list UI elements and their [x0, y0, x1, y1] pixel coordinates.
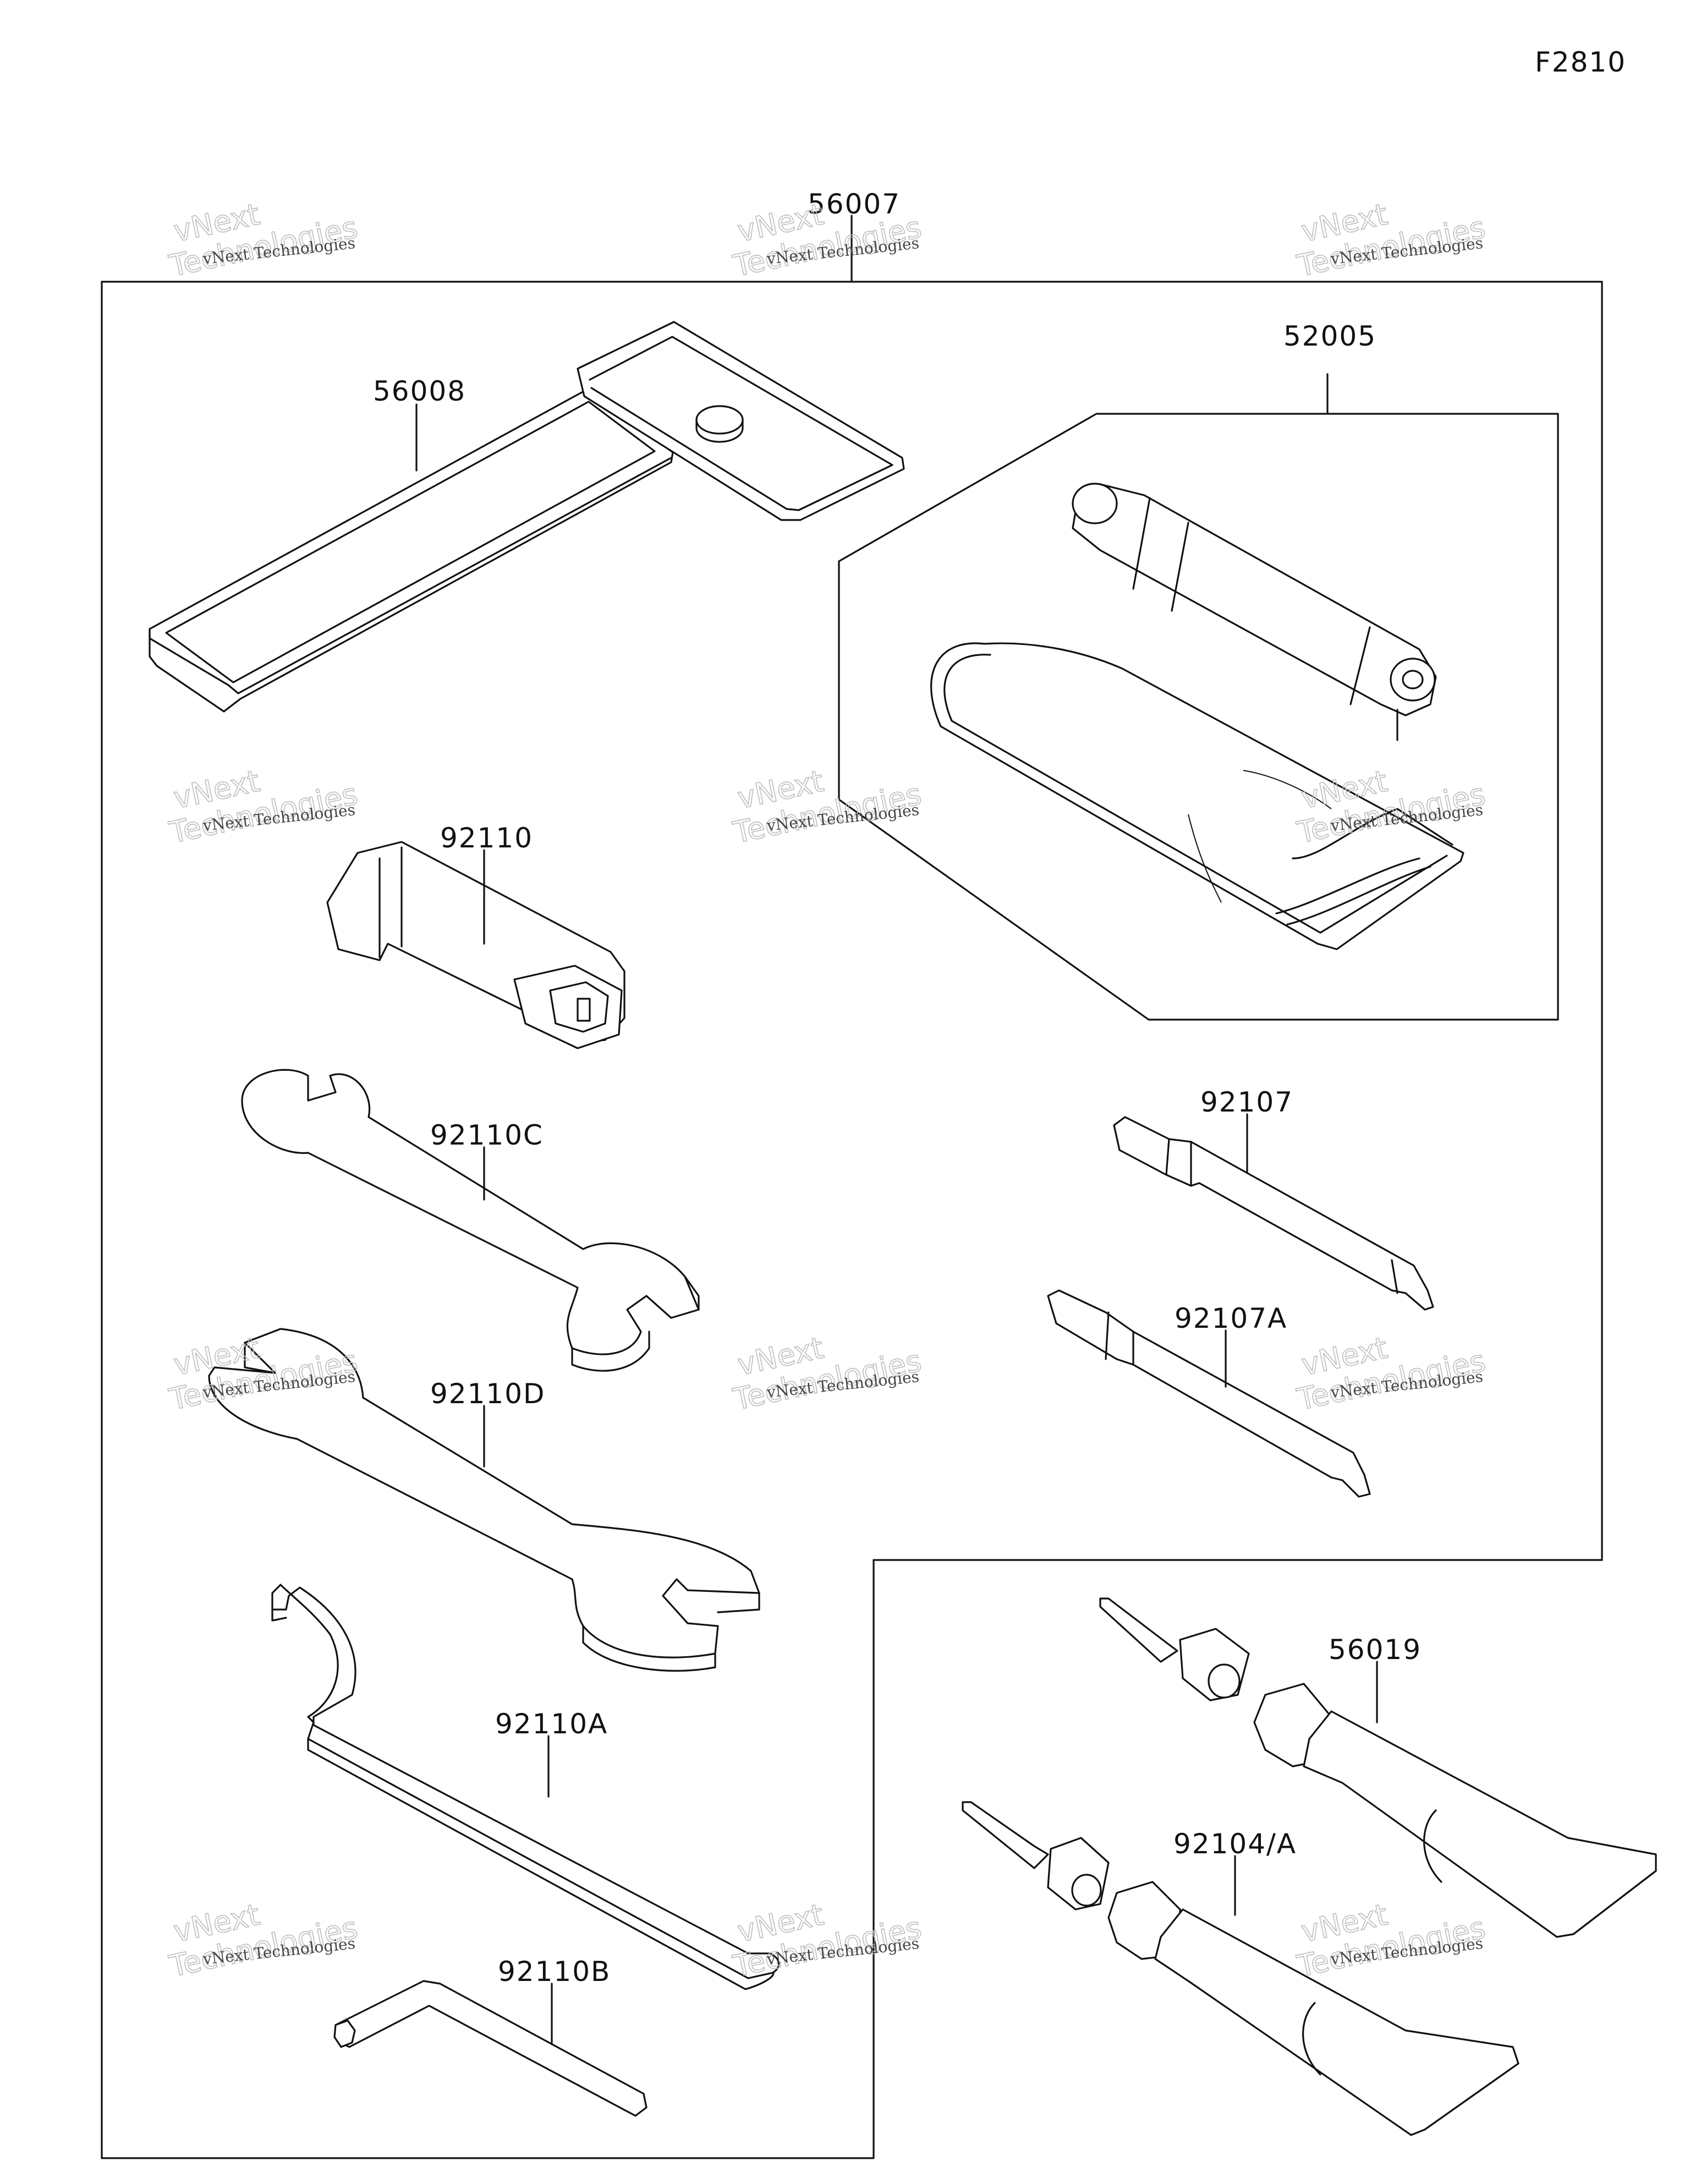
watermark-4: vNext Technologies vNext Technologies	[166, 763, 361, 851]
watermark-1: vNext Technologies vNext Technologies	[166, 196, 361, 284]
hook-wrench-drawing	[271, 1584, 780, 1990]
watermark-12: vNext Technologies vNext Technologies	[1293, 1897, 1489, 1984]
tool-kit-frame	[101, 281, 1603, 2159]
tool-pouch-drawing	[930, 642, 1464, 950]
watermark-3: vNext Technologies vNext Technologies	[1293, 196, 1489, 284]
spark-plug-kit-frame	[838, 413, 1559, 1021]
watermark-11: vNext Technologies vNext Technologies	[729, 1897, 925, 1984]
wrench-92110d-drawing	[208, 1328, 760, 1672]
box-wrench-drawing	[326, 841, 625, 1049]
callout-56008: 56008	[373, 375, 466, 407]
callout-56019: 56019	[1329, 1634, 1422, 1666]
watermark-8: vNext Technologies vNext Technologies	[729, 1330, 925, 1417]
watermark-9: vNext Technologies vNext Technologies	[1293, 1330, 1489, 1417]
hex-key-drawing	[333, 1980, 648, 2117]
callout-92104a: 92104/A	[1173, 1828, 1297, 1860]
callout-92110: 92110	[440, 822, 533, 854]
screwdriver-92107-drawing	[1113, 1116, 1434, 1311]
diagram-code: F2810	[1535, 46, 1626, 78]
callout-92110d: 92110D	[430, 1378, 546, 1410]
spark-plug-wrench-drawing	[1072, 483, 1437, 741]
watermark-5: vNext Technologies vNext Technologies	[729, 763, 925, 851]
callout-56007: 56007	[808, 188, 901, 220]
grease-tube-56019-drawing	[1099, 1597, 1657, 1938]
callout-92107: 92107	[1200, 1086, 1293, 1118]
callout-92107a: 92107A	[1175, 1302, 1287, 1334]
screwdriver-92107a-drawing	[1047, 1289, 1371, 1498]
tool-bag-drawing	[149, 321, 905, 713]
callout-52005: 52005	[1283, 320, 1376, 352]
callout-92110c: 92110C	[430, 1119, 544, 1151]
callout-92110b: 92110B	[498, 1956, 611, 1988]
wrench-92110c-drawing	[241, 1069, 700, 1372]
grease-tube-92104a-drawing	[962, 1801, 1519, 2136]
watermark-10: vNext Technologies vNext Technologies	[166, 1897, 361, 1984]
callout-92110a: 92110A	[495, 1708, 608, 1740]
